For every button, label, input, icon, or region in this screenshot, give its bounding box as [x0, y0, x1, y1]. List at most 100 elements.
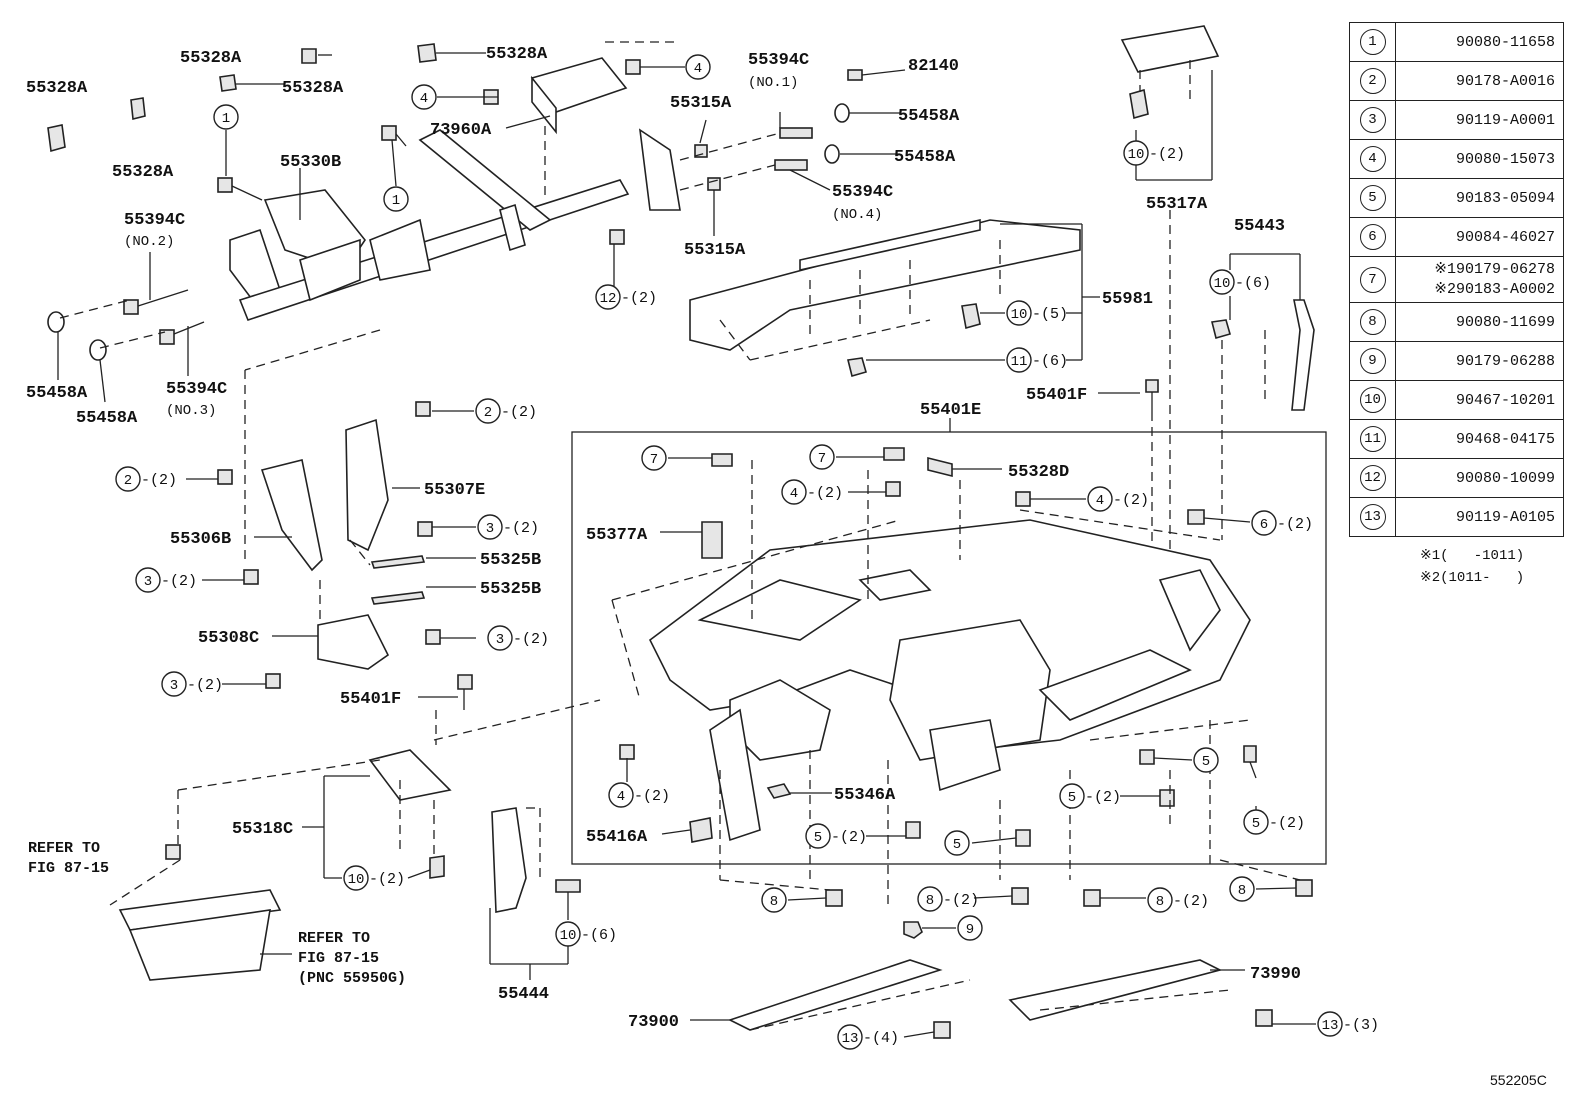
label-55416A: 55416A: [586, 828, 648, 847]
callout-4: 4: [685, 54, 711, 80]
label-55458A: 55458A: [894, 148, 956, 167]
bolts-below-panel: [787, 879, 1316, 1039]
label-55328A: 55328A: [282, 79, 344, 98]
svg-text:3: 3: [496, 632, 504, 648]
svg-text:-(2): -(2): [141, 472, 177, 489]
svg-text:-(2): -(2): [513, 631, 549, 648]
part-number-labels: 55328A 55328A 55328A 55328A 55328A 55330…: [26, 45, 1301, 1032]
legend-part-number: 90119-A0105: [1395, 497, 1564, 537]
svg-text:-(2): -(2): [807, 485, 843, 502]
label-55317A: 55317A: [1146, 195, 1208, 214]
footnotes: ※1( -1011)※2(1011- ): [1420, 545, 1524, 589]
label-55444: 55444: [498, 985, 549, 1004]
callout-10: 10-(2): [343, 865, 405, 891]
legend-number: 13: [1359, 504, 1386, 530]
label-55401F: 55401F: [1026, 386, 1087, 405]
leaders-panel: [626, 456, 1257, 844]
callout-3: 3 -(2): [487, 625, 549, 651]
callout-5: 5-(2): [1243, 809, 1305, 835]
callout-5: 5-(2): [805, 823, 867, 849]
label-no4: (NO.4): [832, 207, 882, 223]
callout-4: 4-(2): [608, 782, 670, 808]
legend-part-number: 90080-15073: [1395, 139, 1564, 179]
lower-ducts: [690, 959, 1245, 1031]
lower-left-drawings: [109, 699, 601, 981]
label-55394C: 55394C: [124, 211, 185, 230]
svg-text:-(2): -(2): [503, 520, 539, 537]
callout-13: 13-(3): [1317, 1011, 1379, 1037]
svg-text:-(2): -(2): [1085, 789, 1121, 806]
svg-text:8: 8: [926, 893, 934, 909]
callout-4: 4: [411, 84, 437, 110]
svg-text:10: 10: [1011, 307, 1028, 323]
svg-text:-(2): -(2): [634, 788, 670, 805]
svg-text:9: 9: [966, 922, 974, 938]
label-73960A: 73960A: [430, 121, 492, 140]
callout-8: 8 -(2): [1147, 887, 1209, 913]
svg-text:6: 6: [1260, 517, 1268, 533]
callout-3: 3-(2): [477, 514, 539, 540]
svg-text:7: 7: [818, 451, 826, 467]
svg-text:4: 4: [694, 61, 702, 77]
legend-part-number: 90080-11699: [1395, 302, 1564, 342]
svg-text:-(4): -(4): [863, 1030, 899, 1047]
callout-10: 10-(2): [1123, 140, 1185, 166]
label-55328A: 55328A: [180, 49, 242, 68]
leader-lines-55328A: [236, 52, 486, 85]
svg-text:4: 4: [1096, 493, 1104, 509]
label-73900: 73900: [628, 1013, 679, 1032]
legend-part-number: 90183-05094: [1395, 178, 1564, 218]
legend-number: 3: [1359, 107, 1386, 133]
svg-text:8: 8: [1156, 894, 1164, 910]
reinforcement-55330B-drawing: [229, 128, 681, 321]
svg-text:2: 2: [484, 405, 492, 421]
label-55981: 55981: [1102, 290, 1153, 309]
bolts-upper-left: [47, 59, 850, 361]
svg-text:5: 5: [1202, 754, 1210, 770]
svg-text:10: 10: [1128, 147, 1145, 163]
svg-text:-(2): -(2): [621, 290, 657, 307]
callout-2: 2-(2): [115, 466, 177, 492]
legend-part-number: ※190179-06278: [1434, 260, 1555, 278]
svg-text:-(2): -(2): [187, 677, 223, 694]
footnote-2: ※2(1011- ): [1420, 570, 1525, 586]
legend-part-number: 90080-10099: [1395, 458, 1564, 498]
callout-8: 8 -(2): [917, 886, 979, 912]
svg-text:5: 5: [1068, 790, 1076, 806]
callout-10: 10-(6): [1209, 269, 1271, 295]
label-55346A: 55346A: [834, 786, 896, 805]
label-55315A: 55315A: [670, 94, 732, 113]
svg-text:8: 8: [770, 894, 778, 910]
svg-text:13: 13: [1322, 1018, 1339, 1034]
label-55330B: 55330B: [280, 153, 341, 172]
svg-text:5: 5: [1252, 816, 1260, 832]
svg-text:1: 1: [392, 193, 400, 209]
legend-number: 11: [1359, 426, 1386, 452]
svg-text:10: 10: [1214, 276, 1231, 292]
label-55458A: 55458A: [26, 384, 88, 403]
refer-fig-line: FIG 87-15: [298, 950, 379, 967]
callout-4: 4-(2): [781, 479, 843, 505]
callout-2: 2-(2): [475, 398, 537, 424]
callout-5: 5: [944, 830, 970, 856]
svg-text:-(2): -(2): [161, 573, 197, 590]
legend-row: 13 90119-A0105: [1349, 497, 1564, 537]
label-55458A: 55458A: [76, 409, 138, 428]
label-55328A: 55328A: [486, 45, 548, 64]
callout-3: 3-(2): [135, 567, 197, 593]
legend-part-number: 90119-A0001: [1395, 100, 1564, 140]
legend-number: 12: [1359, 465, 1386, 491]
garnish-55981-drawing: [689, 219, 1100, 377]
svg-text:-(2): -(2): [1173, 893, 1209, 910]
callout-1: 1: [383, 186, 409, 212]
callout-3: 3-(2): [161, 671, 223, 697]
legend-number: 6: [1359, 224, 1386, 250]
label-55328A: 55328A: [26, 79, 88, 98]
svg-text:-(2): -(2): [943, 892, 979, 909]
legend-part-number: ※290183-A0002: [1434, 280, 1555, 298]
callouts: 1 1 4 4 12-(2) 10-(2) 10-(6) 10-(5) 11-(…: [115, 54, 1379, 1050]
